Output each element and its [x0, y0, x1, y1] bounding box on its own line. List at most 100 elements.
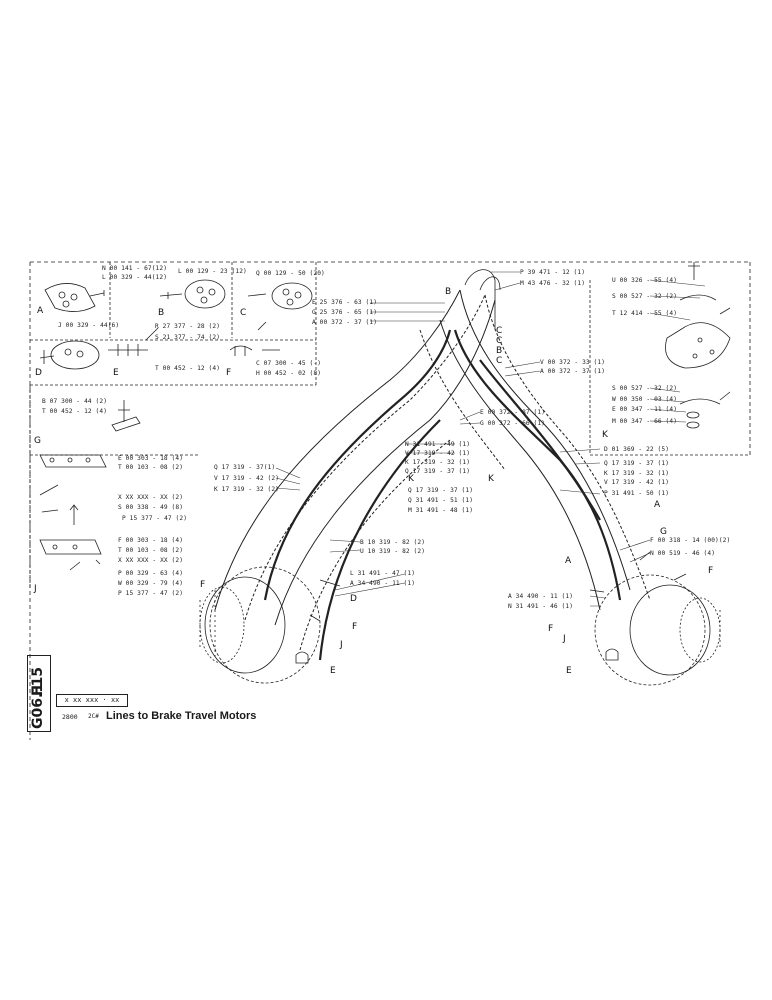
callout-e1: E: [330, 666, 336, 676]
inset-j-line-4: S 00 338 - 49 (8): [118, 504, 184, 511]
part-code-box: x xx xxx · xx: [56, 694, 128, 707]
center2-label-1: Q 17 319 - 37 (1): [408, 487, 474, 494]
inset-g-line-2: T 00 452 - 12 (4): [42, 408, 108, 415]
inset-a-line-2: L 00 329 - 44(12): [102, 274, 168, 281]
inset-g-letter: G: [34, 436, 41, 446]
callout-k3: K: [488, 474, 494, 484]
mid-label-1: V 00 372 - 33 (1): [540, 359, 606, 366]
sheet-title: Lines to Brake Travel Motors: [106, 710, 257, 722]
mid2-label-2: G 00 372 - 66 (1): [480, 420, 546, 427]
inset-e-part: [108, 327, 159, 356]
inset-j-line-1: E 00 303 - 18 (4): [118, 455, 184, 462]
inset-e-line-2: S 21 377 - 74 (2): [155, 334, 221, 341]
right-mid-label-3: K 17 319 - 32 (1): [604, 470, 670, 477]
right-mid-label-5: P 31 491 - 50 (1): [604, 490, 670, 497]
center-label-2: V 17 319 - 42 (1): [405, 450, 471, 457]
callout-j2: J: [563, 634, 566, 644]
callout-d: D: [350, 594, 357, 604]
center4-label-2: A 34 490 - 11 (1): [350, 580, 416, 587]
callout-e2: E: [566, 666, 572, 676]
callout-f2: F: [200, 580, 206, 590]
hose-bundle-left: [263, 329, 452, 661]
callout-g: G: [660, 527, 667, 537]
right-bottom-label-2: W 00 350 - 03 (4): [612, 396, 678, 403]
inset-e-line-3: T 00 452 - 12 (4): [155, 365, 221, 372]
right-mid-label-2: Q 17 319 - 37 (1): [604, 460, 670, 467]
inset-j-line-9: P 00 329 - 63 (4): [118, 570, 184, 577]
sheet-prefix: 2C#: [88, 713, 99, 720]
inset-b-part: [159, 279, 226, 309]
top-right-label-2: M 43 476 - 32 (1): [520, 280, 586, 287]
inset-f-letter: F: [226, 368, 232, 378]
inset-g-part: [111, 400, 141, 432]
inset-c-letter: C: [240, 308, 247, 318]
center3-label-1: B 10 319 - 82 (2): [360, 539, 426, 546]
center2-label-3: M 31 491 - 48 (1): [408, 507, 474, 514]
callout-c2: C: [496, 336, 503, 346]
callout-b: B: [445, 287, 452, 297]
inset-a-letter: A: [37, 306, 44, 316]
callout-k2: K: [408, 474, 414, 484]
right-bot-label-1: A 34 490 - 11 (1): [508, 593, 574, 600]
inset-d-letter: D: [35, 368, 42, 378]
right-top-label-2: S 00 527 - 32 (2): [612, 293, 678, 300]
mid-label-2: A 00 372 - 37 (1): [540, 368, 606, 375]
inset-a-part: [44, 283, 105, 312]
callout-j1: J: [340, 640, 343, 650]
left-label-3: K 17 319 - 32 (2): [214, 486, 280, 493]
mid2-label-1: E 00 372 - 87 (1): [480, 409, 546, 416]
inset-j-line-2: T 00 103 - 08 (2): [118, 464, 184, 471]
center2-label-2: Q 31 491 - 51 (1): [408, 497, 474, 504]
right-low-label-2: N 00 519 - 46 (4): [650, 550, 716, 557]
callout-b2: B: [496, 346, 503, 356]
sheet-code-g06: G06.1: [30, 682, 46, 729]
top-left-label-2: G 25 376 - 65 (1): [312, 309, 378, 316]
inset-f-line-1: C 07 300 - 45 (-): [256, 360, 322, 367]
left-label-1: Q 17 319 - 37(1): [214, 464, 276, 471]
callout-f3: F: [352, 622, 358, 632]
callout-a1: A: [654, 500, 661, 510]
right-top-label-3: T 12 414 - 55 (4): [612, 310, 678, 317]
inset-j-line-7: T 00 103 - 08 (2): [118, 547, 184, 554]
right-inset-parts: [665, 262, 731, 429]
right-top-label-1: U 00 326 - 55 (4): [612, 277, 678, 284]
callout-k1: K: [602, 430, 608, 440]
inset-j-line-10: W 00 329 - 79 (4): [118, 580, 184, 587]
inset-j-line-3: X XX XXX - XX (2): [118, 494, 184, 501]
right-bottom-label-4: M 00 347 - 66 (4): [612, 418, 678, 425]
inset-c-part: [247, 282, 313, 310]
inset-e-line-1: R 27 377 - 28 (2): [155, 323, 221, 330]
inset-j-parts: [39, 454, 107, 571]
top-left-label-3: A 00 372 - 37 (1): [312, 319, 378, 326]
inset-d-line-1: J 00 329 - 44(6): [58, 322, 120, 329]
inset-f-part: [229, 321, 280, 356]
inset-b-line-1: L 00 129 - 23 (12): [178, 268, 247, 275]
hose-bundle-right: [453, 329, 622, 601]
callout-c3: C: [496, 356, 503, 366]
top-right-label-1: P 39 471 - 12 (1): [520, 269, 586, 276]
inset-j-line-6: F 00 303 - 18 (4): [118, 537, 184, 544]
inset-b-letter: B: [158, 308, 165, 318]
callout-f4: F: [548, 624, 554, 634]
center-label-4: Q 17 319 - 37 (1): [405, 468, 471, 475]
right-bottom-label-1: S 00 527 - 32 (2): [612, 385, 678, 392]
right-mid-label-4: V 17 319 - 42 (1): [604, 479, 670, 486]
inset-j-line-8: X XX XXX - XX (2): [118, 557, 184, 564]
right-low-label-1: F 00 318 - 14 (00)(2): [650, 537, 731, 544]
inset-e-letter: E: [113, 368, 119, 378]
right-arm: [419, 289, 651, 611]
inset-j-line-11: P 15 377 - 47 (2): [118, 590, 184, 597]
inset-f-line-2: H 00 452 - 02 (8): [256, 370, 322, 377]
callout-c1: C: [496, 326, 503, 336]
right-mid-label-1: D 01 369 - 22 (5): [604, 446, 670, 453]
inset-g-line-1: B 07 300 - 44 (2): [42, 398, 108, 405]
center-label-3: K 17 319 - 32 (1): [405, 459, 471, 466]
callout-a2: A: [565, 556, 572, 566]
inset-c-line-1: Q 00 129 - 50 (20): [256, 270, 325, 277]
left-label-2: V 17 319 - 42 (2): [214, 475, 280, 482]
inset-d-part: [39, 340, 100, 370]
sheet-code-box: F15 G06.1: [27, 655, 51, 732]
top-left-label-1: E 25 376 - 63 (1): [312, 299, 378, 306]
right-bot-label-2: N 31 491 - 46 (1): [508, 603, 574, 610]
